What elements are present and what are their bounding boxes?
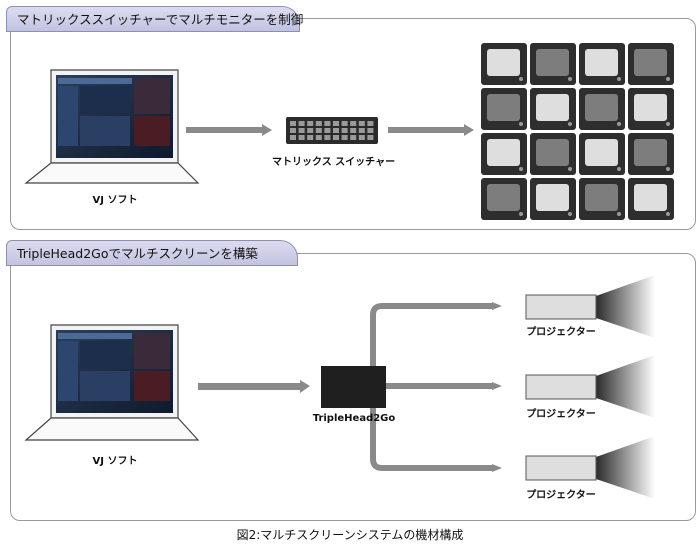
monitor: [628, 178, 674, 220]
monitor: [481, 88, 527, 130]
monitor: [579, 178, 625, 220]
switcher-button: [324, 121, 331, 126]
monitor: [530, 178, 576, 220]
switcher-button: [315, 128, 322, 133]
monitor: [628, 133, 674, 175]
laptop-1: [24, 69, 200, 184]
figure-caption: 図2:マルチスクリーンシステムの機材構成: [236, 528, 464, 542]
switcher-button: [341, 135, 348, 140]
switcher-button: [298, 121, 305, 126]
switcher-button: [315, 121, 322, 126]
projector-label-3: プロジェクター: [526, 490, 596, 501]
arrow-switcher-to-monitors: [388, 124, 474, 136]
switcher-button: [358, 128, 365, 133]
triplehead-output-bottom: [370, 408, 502, 472]
switcher-button: [333, 135, 339, 140]
projector-label-2: プロジェクター: [526, 409, 596, 420]
monitor: [579, 133, 625, 175]
matrix-switcher: [286, 117, 378, 144]
switcher-button: [324, 135, 331, 140]
switcher-button: [333, 121, 339, 126]
triplehead-label: TripleHead2Go: [312, 413, 396, 424]
projector-3: [525, 436, 655, 499]
monitor: [481, 43, 527, 85]
projector-1: [525, 275, 655, 338]
switcher-button: [333, 128, 339, 133]
monitor: [481, 133, 527, 175]
vj-soft-label-2: VJ ソフト: [92, 456, 138, 467]
switcher-button: [350, 135, 357, 140]
switcher-button: [298, 135, 305, 140]
section2-title: TripleHead2Goでマルチスクリーンを構築: [6, 240, 298, 266]
switcher-button: [290, 128, 296, 133]
switcher-button: [307, 128, 314, 133]
switcher-button: [315, 135, 322, 140]
arrow-laptop-to-switcher: [186, 124, 272, 136]
monitor: [481, 178, 527, 220]
vj-soft-label-1: VJ ソフト: [92, 195, 138, 206]
monitor: [530, 133, 576, 175]
switcher-button: [324, 128, 331, 133]
switcher-button: [358, 121, 365, 126]
switcher-button: [350, 121, 357, 126]
switcher-button: [367, 135, 374, 140]
monitor: [530, 43, 576, 85]
switcher-button: [307, 135, 314, 140]
monitor: [579, 88, 625, 130]
switcher-button: [298, 128, 305, 133]
projector-2: [525, 355, 655, 418]
monitor: [628, 88, 674, 130]
switcher-button: [367, 121, 374, 126]
switcher-button: [367, 128, 374, 133]
monitor: [530, 88, 576, 130]
switcher-button: [307, 121, 314, 126]
switcher-button: [290, 121, 296, 126]
section1-title: マトリックススイッチャーでマルチモニターを制御: [6, 6, 303, 32]
laptop-2: [24, 324, 200, 441]
monitor: [579, 43, 625, 85]
arrow-laptop-to-triplehead: [198, 380, 310, 393]
triplehead-device: [321, 366, 386, 408]
projector-label-1: プロジェクター: [526, 327, 596, 338]
switcher-button: [350, 128, 357, 133]
switcher-button: [290, 135, 296, 140]
switcher-button: [358, 135, 365, 140]
matrix-switcher-label: マトリックス スイッチャー: [272, 157, 396, 168]
triplehead-output-middle: [386, 382, 502, 390]
switcher-button: [341, 121, 348, 126]
monitor: [628, 43, 674, 85]
monitor-wall: [481, 43, 674, 220]
switcher-button: [341, 128, 348, 133]
triplehead-output-top: [370, 302, 502, 366]
